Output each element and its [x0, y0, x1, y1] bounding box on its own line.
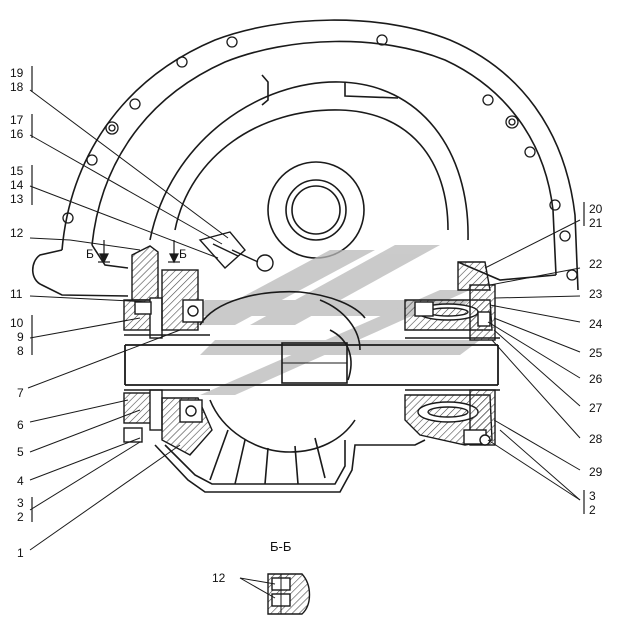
callout-26: 26 [589, 372, 603, 386]
housing-bell [31, 19, 579, 297]
callout-25: 25 [589, 346, 603, 360]
callout-27: 27 [589, 401, 603, 415]
callout-13: 13 [10, 192, 24, 206]
callout-21: 21 [589, 216, 603, 230]
callout-17: 17 [10, 113, 24, 127]
callout-2-right: 2 [589, 503, 596, 517]
callout-29: 29 [589, 465, 603, 479]
main-shaft [124, 342, 499, 386]
section-title: Б-Б [270, 539, 291, 554]
callout-14: 14 [10, 178, 24, 192]
section-marker-left: Б [86, 247, 94, 261]
central-hub [267, 161, 365, 259]
callout-19: 19 [10, 66, 24, 80]
callout-11: 11 [10, 287, 23, 301]
callout-20: 20 [589, 202, 603, 216]
callout-2-left: 2 [17, 510, 24, 524]
left-bearing-upper [123, 245, 210, 339]
leader-lines [27, 89, 581, 551]
right-bearing-lower [404, 389, 500, 446]
inspection-fitting [198, 231, 274, 272]
section-marker-right: Б [179, 247, 187, 261]
callout-5: 5 [17, 445, 24, 459]
callout-3-right: 3 [589, 489, 596, 503]
section-detail [239, 573, 311, 615]
callout-3-left: 3 [17, 496, 24, 510]
callout-group-bars [31, 66, 585, 522]
bell-casing-lower [154, 290, 426, 493]
callouts-right: 20 21 22 23 24 25 26 27 28 29 3 2 [589, 202, 603, 517]
callout-9: 9 [17, 330, 24, 344]
callout-6: 6 [17, 418, 24, 432]
callout-1: 1 [17, 546, 24, 560]
callout-22: 22 [589, 257, 603, 271]
callout-10: 10 [10, 316, 24, 330]
callout-23: 23 [589, 287, 603, 301]
callout-24: 24 [589, 317, 603, 331]
section-markers [98, 240, 180, 264]
callout-4: 4 [17, 474, 24, 488]
left-bearing-lower [123, 389, 213, 456]
callout-8: 8 [17, 344, 24, 358]
callout-15: 15 [10, 164, 24, 178]
callout-7: 7 [17, 386, 24, 400]
callout-28: 28 [589, 432, 603, 446]
right-bearing-upper [404, 261, 500, 341]
callout-12: 12 [10, 226, 24, 240]
callout-18: 18 [10, 80, 24, 94]
callouts-left: 19 18 17 16 15 14 13 12 11 10 9 8 7 6 5 … [10, 66, 24, 560]
flange-bolt-holes [62, 34, 578, 281]
detail-callout-12: 12 [212, 571, 226, 585]
callout-16: 16 [10, 127, 24, 141]
